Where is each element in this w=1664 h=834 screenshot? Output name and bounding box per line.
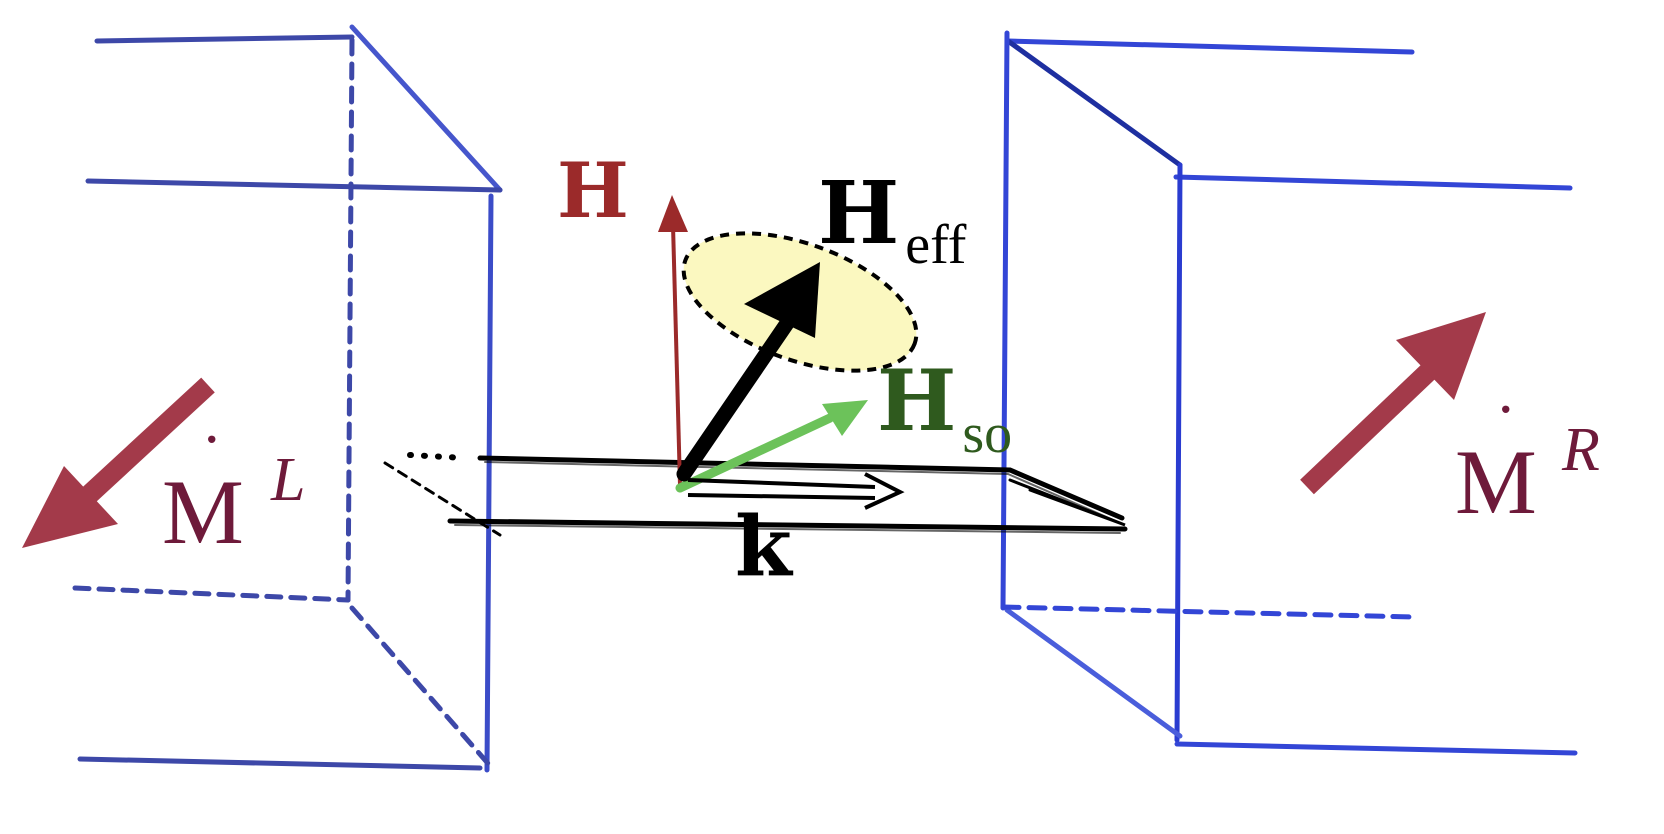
- magnetization-left-label: M ˙ L: [162, 421, 305, 563]
- right-lead-bottom-back-dashed-edge: [1000, 604, 1415, 620]
- magnetization-left-arrow: [22, 377, 215, 548]
- junction-plane-back-edge-sketch: [484, 461, 1119, 523]
- right-lead-bottom-front-edge: [1174, 741, 1578, 756]
- magnetization-right-label: M ˙ R: [1455, 391, 1600, 533]
- k-vector-arrow: [687, 472, 905, 510]
- junction-plane-back-dotted-edge: [407, 452, 468, 461]
- h-so-arrow: [675, 400, 868, 493]
- svg-text:˙: ˙: [1494, 391, 1517, 468]
- right-lead: [1000, 30, 1578, 756]
- left-lead-top-front-edge: [85, 178, 503, 193]
- h-eff-arrow: [676, 262, 820, 482]
- right-lead-top-back-edge: [1005, 38, 1415, 55]
- h-eff-label: H eff: [818, 163, 967, 276]
- right-lead-front-vertical-edge: [1174, 162, 1183, 743]
- svg-text:L: L: [270, 446, 305, 514]
- svg-text:M: M: [1455, 431, 1537, 533]
- svg-text:R: R: [1561, 416, 1600, 484]
- svg-text:M: M: [162, 461, 244, 563]
- magnetization-right-arrow: [1300, 312, 1486, 495]
- left-lead-bottom-diagonal-dashed-edge: [349, 605, 495, 771]
- left-lead-bottom-front-edge: [77, 756, 483, 771]
- h-so-label: H so: [877, 351, 1012, 465]
- h-field-arrow: [658, 195, 688, 486]
- left-lead-top-diagonal-edge: [349, 24, 503, 193]
- right-lead-top-diagonal-edge: [1005, 38, 1183, 168]
- left-lead-back-vertical-dashed-edge: [345, 37, 355, 603]
- junction-plane-front-edge: [447, 518, 1128, 532]
- junction-plane-right-corner: [1008, 478, 1126, 527]
- junction-plane-back-edge: [477, 455, 1125, 521]
- right-lead-top-front-edge: [1173, 174, 1573, 191]
- left-lead-bottom-back-dashed-edge: [72, 585, 351, 603]
- junction-plane-left-dashed-edge: [383, 461, 502, 537]
- h-field-label: H: [557, 146, 629, 235]
- junction-plane-front-edge-sketch: [454, 524, 1121, 534]
- left-lead-front-vertical-edge: [484, 193, 494, 773]
- left-lead: [72, 24, 503, 773]
- right-lead-back-vertical-edge: [1000, 30, 1010, 611]
- left-lead-top-back-edge: [94, 34, 355, 44]
- junction-plane: [383, 452, 1128, 537]
- svg-text:˙: ˙: [200, 421, 223, 498]
- right-lead-bottom-diagonal-edge: [1004, 607, 1183, 739]
- k-vector-label: k: [735, 499, 794, 595]
